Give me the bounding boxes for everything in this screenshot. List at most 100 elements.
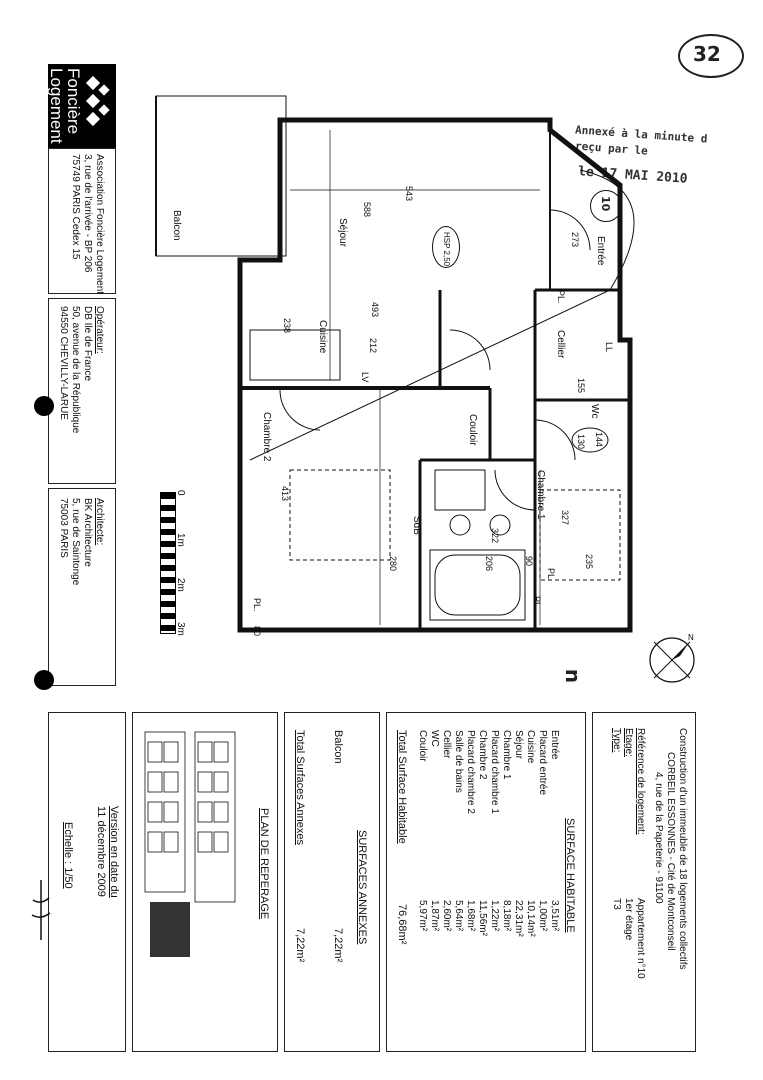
architect-text: Architecte: BK Architecture 5, rue de Sa… bbox=[57, 498, 105, 585]
sh-row-value: 5,64m² bbox=[453, 900, 464, 932]
info-construction: Construction d'un immeuble de 18 logemen… bbox=[677, 728, 688, 970]
sh-row-name: Placard chambre 1 bbox=[489, 730, 500, 814]
fixture-lv: LV bbox=[360, 372, 370, 383]
dim-1: 543 bbox=[404, 186, 414, 202]
info-type-label: Type: bbox=[611, 728, 622, 753]
sh-row: Chambre 1 8,18m² bbox=[500, 730, 512, 937]
room-balcon: Balcon bbox=[171, 210, 182, 241]
sh-row: Placard chambre 1 1,22m² bbox=[488, 730, 500, 937]
logo-line-2: Logement bbox=[47, 68, 66, 144]
fixture-ll: LL bbox=[604, 342, 614, 353]
sh-row-name: Entrée bbox=[549, 730, 560, 760]
operator-box bbox=[48, 298, 116, 484]
punch-hole-top bbox=[34, 396, 54, 416]
kitchen-counter bbox=[249, 329, 341, 381]
sh-row-value: 10,14m² bbox=[525, 900, 536, 937]
version-line-1: Version en date du bbox=[108, 806, 120, 898]
echelle: Echelle : 1/50 bbox=[62, 822, 74, 889]
sh-row-name: WC bbox=[429, 730, 440, 747]
association-line-1: Association Foncière Logement bbox=[94, 154, 105, 295]
total-annexes-label: Total Surfaces Annexes bbox=[294, 730, 306, 845]
room-cuisine: Cuisine bbox=[317, 320, 328, 354]
architect-line-3: 75003 PARIS bbox=[58, 498, 69, 558]
info-address: 4, rue de la Papeterie - 91100 bbox=[653, 772, 664, 904]
architect-title: Architecte: bbox=[94, 498, 105, 546]
sh-row-value: 2,60m² bbox=[441, 900, 452, 932]
dim-10: 327 bbox=[560, 510, 570, 526]
handwritten-signature bbox=[30, 880, 52, 940]
compass-icon: N bbox=[649, 633, 695, 683]
logo-line-1: Foncière bbox=[64, 68, 83, 135]
info-ref-row: Référence de logement:Appartement n°10 bbox=[634, 728, 646, 979]
dim-4: 493 bbox=[370, 302, 380, 318]
total-habitable-value: 76,68m² bbox=[396, 904, 408, 945]
sh-row-value: 22,31m² bbox=[513, 900, 524, 937]
surfaces-annexes-box bbox=[284, 712, 380, 1052]
version-line-2: 11 décembre 2009 bbox=[95, 806, 107, 897]
surfaces-annexes-title: SURFACES ANNEXES bbox=[356, 830, 368, 945]
room-sdb: SdB bbox=[411, 516, 422, 535]
room-wc: Wc bbox=[589, 404, 600, 419]
outer-walls bbox=[237, 117, 633, 633]
room-chambre-2: Chambre 2 bbox=[261, 412, 272, 462]
version-box bbox=[48, 712, 126, 1052]
fixture-pl-chambre-1: PL. bbox=[546, 568, 556, 582]
toilet bbox=[571, 427, 609, 453]
sh-row-name: Séjour bbox=[513, 730, 524, 759]
dim-17: 80 bbox=[252, 626, 262, 637]
info-type-value: T3 bbox=[611, 898, 622, 910]
sh-row-value: 1,68m² bbox=[465, 900, 476, 932]
association-line-3: 75749 PARIS Cedex 15 bbox=[70, 154, 81, 260]
apt-number-circle bbox=[590, 190, 622, 222]
info-floor-value: 1er étage bbox=[623, 898, 634, 941]
info-floor-row: Etage: 1er étage bbox=[622, 728, 634, 979]
bed-chambre-2 bbox=[289, 469, 391, 561]
logo-diamonds-icon bbox=[85, 75, 110, 127]
info-floor-label: Etage: bbox=[623, 728, 634, 757]
handwritten-mark: n bbox=[561, 668, 586, 684]
sh-row-value: 3,51m² bbox=[549, 900, 560, 932]
sh-row: Couloir 5,97m² bbox=[416, 730, 428, 937]
sh-row: Entrée 3,51m² bbox=[548, 730, 560, 937]
dim-5: 238 bbox=[282, 318, 292, 334]
dim-16: 155 bbox=[576, 378, 586, 394]
floor-plan bbox=[155, 95, 635, 633]
operator-text: Opérateur: DB Ile de France 50, avenue d… bbox=[57, 306, 105, 433]
info-box bbox=[592, 712, 696, 1052]
page-number: 32 bbox=[693, 42, 721, 66]
apt-number: 10 bbox=[599, 196, 612, 212]
sh-row-name: Couloir bbox=[417, 730, 428, 762]
dim-12: 280 bbox=[388, 556, 398, 572]
svg-text:N: N bbox=[688, 633, 694, 642]
architect-box bbox=[48, 488, 116, 686]
association-text: Association Foncière Logement 3, rue de … bbox=[69, 154, 105, 294]
fixture-pl-sdb: PL. bbox=[532, 596, 542, 610]
sh-row: Placard chambre 2 1,68m² bbox=[464, 730, 476, 937]
operator-line-3: 94550 CHEVILLY-LARUE bbox=[58, 306, 69, 420]
operator-title: Opérateur: bbox=[94, 306, 105, 354]
sh-row-value: 5,97m² bbox=[417, 900, 428, 932]
sh-row-name: Cuisine bbox=[525, 730, 536, 764]
sh-row-name: Placard chambre 2 bbox=[465, 730, 476, 814]
plan-reperage-map bbox=[144, 731, 236, 957]
room-entree: Entrée bbox=[595, 236, 606, 266]
surface-habitable-box bbox=[386, 712, 586, 1052]
sh-row-name: Salle de bains bbox=[453, 730, 464, 793]
sh-row-value: 1,00m² bbox=[537, 900, 548, 932]
architect-line-2: 5, rue de Saintonge bbox=[70, 498, 81, 586]
sh-row-value: 8,18m² bbox=[501, 900, 512, 932]
annexe-balcon-name: Balcon bbox=[332, 730, 344, 764]
logo bbox=[48, 64, 116, 148]
sh-row-name: Chambre 1 bbox=[501, 730, 512, 780]
dim-8: 144 bbox=[594, 432, 604, 448]
sh-row: Cuisine 10,14m² bbox=[524, 730, 536, 937]
dim-2: 588 bbox=[362, 202, 372, 218]
dim-9: 413 bbox=[280, 486, 290, 502]
sh-row-value: 1,22m² bbox=[489, 900, 500, 932]
plan-reperage-box bbox=[132, 712, 278, 1052]
info-ref-value: Appartement n°10 bbox=[635, 898, 646, 979]
association-box bbox=[48, 148, 116, 294]
